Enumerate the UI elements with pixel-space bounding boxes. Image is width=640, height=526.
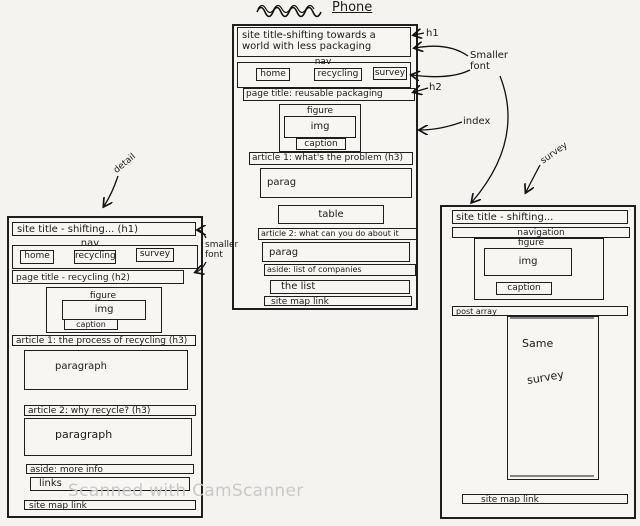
index-img: img: [284, 116, 356, 138]
detail-article2-heading: article 2: why recycle? (h3): [24, 405, 196, 416]
detail-figure: [46, 287, 162, 333]
index-figure: [279, 104, 361, 152]
survey-navigation[interactable]: navigation: [452, 227, 630, 238]
index-table: table: [278, 205, 384, 224]
detail-caption: caption: [64, 319, 118, 330]
detail-nav-survey[interactable]: survey: [136, 248, 174, 262]
detail-sitemap-link[interactable]: site map link: [24, 500, 196, 511]
survey-content-line1: Same: [522, 337, 554, 350]
survey-figure: [474, 238, 604, 300]
detail-nav-recycling[interactable]: recycling: [74, 250, 116, 264]
detail-paragraph1: paragraph: [24, 350, 188, 390]
index-wireframe: [232, 24, 418, 310]
detail-wireframe: [7, 216, 203, 518]
page-heading: Phone: [332, 0, 373, 15]
detail-aside-links: links: [30, 477, 190, 491]
index-figure-label: figure: [306, 106, 334, 116]
detail-figure-label: figure: [89, 291, 117, 301]
index-page-title: page title: reusable packaging: [243, 88, 415, 101]
index-parag2: parag: [262, 242, 410, 262]
index-nav-recycling[interactable]: recycling: [314, 68, 362, 81]
index-nav-survey[interactable]: survey: [373, 67, 407, 80]
survey-caption: caption: [496, 282, 552, 295]
detail-nav-home[interactable]: home: [20, 250, 54, 264]
annotation-smaller-font-2: smaller font: [205, 240, 239, 260]
index-site-title-text: site title-shifting towards a world with…: [242, 30, 376, 52]
annotation-survey: survey: [539, 140, 570, 167]
survey-content-area: [507, 316, 599, 480]
detail-img: img: [62, 300, 146, 320]
index-parag1: parag: [260, 168, 412, 198]
survey-site-title: site title - shifting...: [452, 210, 628, 224]
index-article2-heading: article 2: what can you do about it: [258, 228, 418, 240]
detail-nav-bar: [12, 245, 198, 269]
index-caption: caption: [296, 138, 346, 150]
survey-img: img: [484, 248, 572, 276]
detail-article1-heading: article 1: the process of recycling (h3): [12, 335, 196, 346]
annotation-index: index: [463, 116, 491, 127]
index-nav-home[interactable]: home: [256, 68, 290, 81]
index-site-title: site title-shifting towards a world with…: [237, 27, 411, 57]
index-sitemap-link[interactable]: site map link: [264, 296, 412, 307]
detail-paragraph2: paragraph: [24, 418, 192, 456]
annotation-h1: h1: [426, 28, 439, 39]
scribble-mark: [255, 2, 325, 18]
detail-site-title: site title - shifting... (h1): [12, 222, 196, 236]
annotation-h2: h2: [429, 82, 442, 93]
survey-figure-label: figure: [517, 238, 545, 248]
index-aside: aside: list of companies: [264, 264, 416, 276]
annotation-detail: detail: [112, 151, 138, 176]
camscanner-watermark: Scanned with CamScanner: [68, 481, 304, 501]
detail-page-title: page title - recycling (h2): [12, 270, 184, 284]
detail-nav-label: nav: [80, 238, 100, 249]
detail-aside: aside: more info: [26, 464, 194, 475]
index-list: the list: [270, 280, 410, 294]
survey-sitemap-link[interactable]: site map link: [462, 494, 628, 505]
index-article1-heading: article 1: what's the problem (h3): [249, 152, 413, 165]
survey-post-array: post array: [452, 306, 628, 316]
annotation-smaller-font: Smaller font: [470, 50, 509, 72]
